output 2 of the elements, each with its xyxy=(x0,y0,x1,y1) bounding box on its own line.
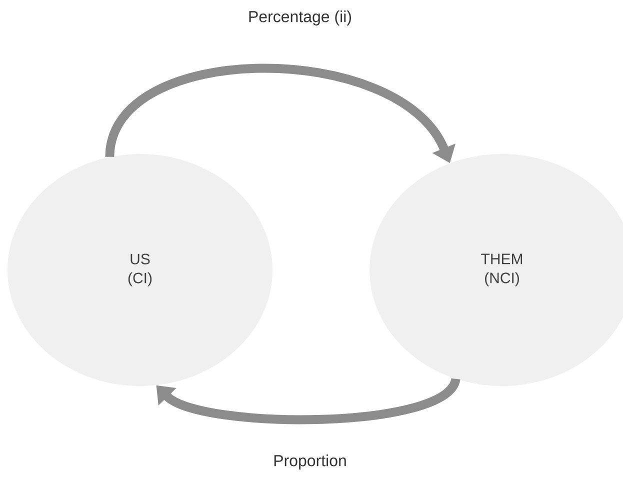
edge-label: Proportion xyxy=(274,454,346,470)
edge-label: Percentage (ii) xyxy=(249,10,351,26)
